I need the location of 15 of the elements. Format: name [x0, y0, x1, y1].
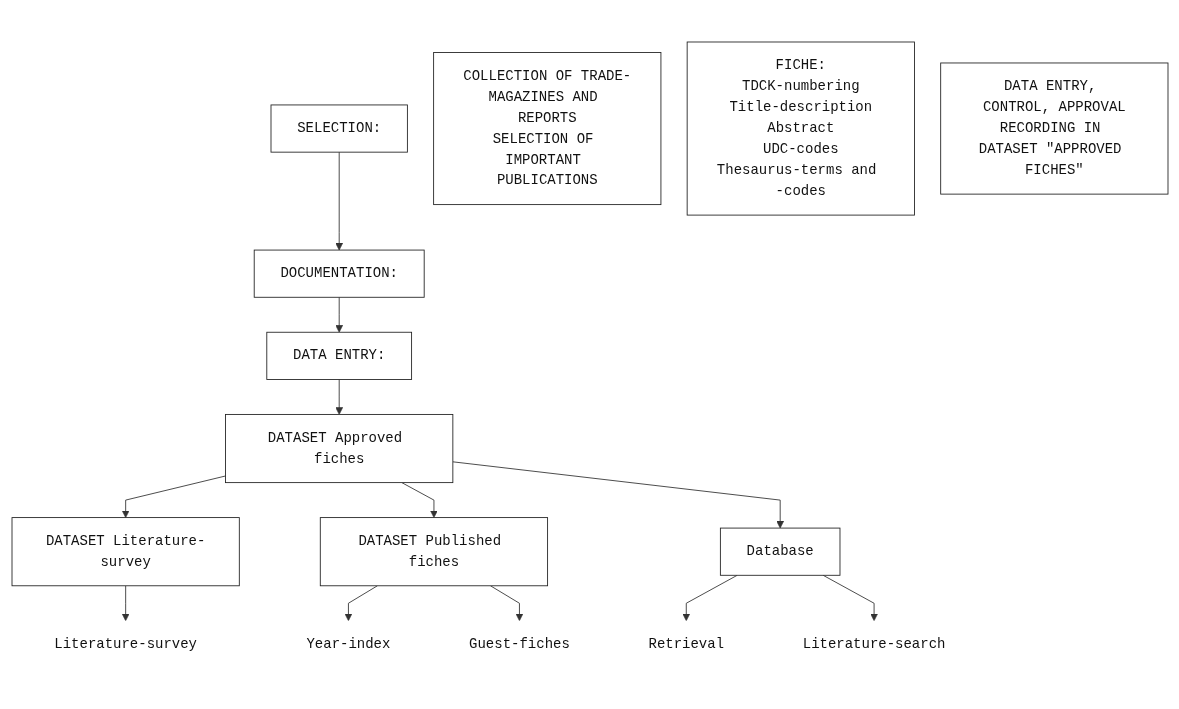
node-text: Year-index — [305, 636, 390, 652]
node-text: Literature-survey — [53, 636, 197, 652]
node-text: Guest-fiches — [468, 636, 570, 652]
node-box: DATA ENTRY, CONTROL, APPROVAL RECORDING IN DATASET "APPROVED FICHES" — [939, 62, 1168, 195]
node-box: DATASET Literature-survey — [11, 516, 240, 586]
node-box: DOCUMENTATION: — [253, 249, 425, 298]
node-box: COLLECTION OF TRADE-MAGAZINES AND REPORTS SELECTION OF IMPORTANT PUBLICATIONS — [432, 51, 661, 205]
node-box: DATA ENTRY: — [265, 331, 412, 380]
node-text: Literature-search — [802, 636, 945, 652]
node-box: Database — [719, 527, 840, 576]
node-box: FICHE: TDCK-numbering Title-description Abstract UDC-codes Thesaurus-terms and -codes — [686, 41, 915, 216]
node-box: DATASET Approved fiches — [224, 413, 453, 483]
node-box: SELECTION: — [270, 104, 408, 153]
node-text: Retrieval — [648, 636, 724, 652]
node-box: DATASET Published fiches — [319, 516, 548, 586]
